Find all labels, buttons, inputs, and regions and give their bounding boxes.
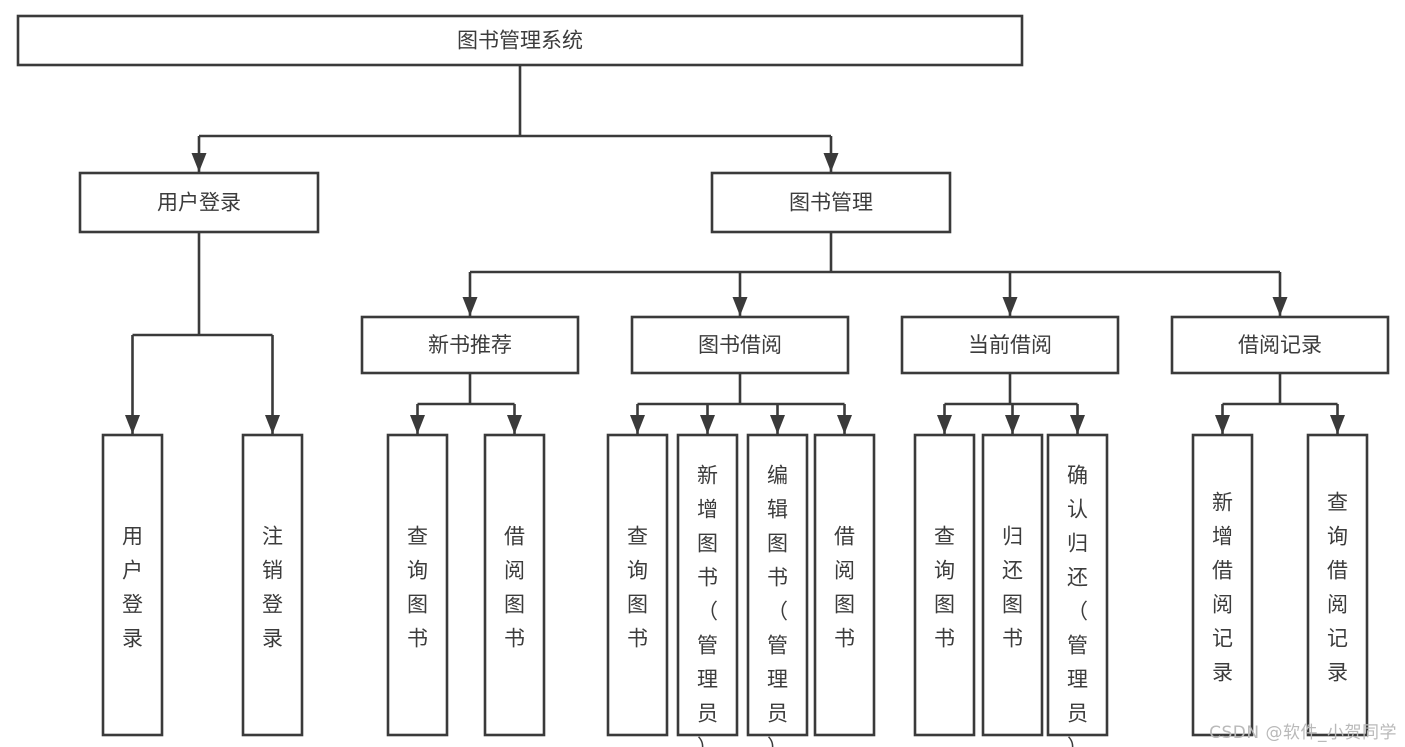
arrow-head-icon-book-borrow (732, 297, 748, 316)
node-box-leaf-return-book (981, 433, 1044, 737)
arrow-head-icon-leaf-user-logout (265, 415, 280, 434)
node-label-book-borrow: 图书借阅 (698, 333, 782, 357)
node-leaf-query-book-2[interactable]: 查询图书 (606, 433, 669, 737)
node-label-leaf-query-book-3: 查询图书 (934, 525, 955, 651)
arrow-head-icon-leaf-edit-book (770, 415, 785, 434)
node-box-book-manage (710, 171, 952, 234)
arrow-head-icon-leaf-query-record (1330, 415, 1345, 434)
node-box-leaf-borrow-book-1 (483, 433, 546, 737)
arrow-head-icon-user-login (191, 153, 207, 172)
node-leaf-edit-book[interactable]: 编辑图书（管理员） (746, 433, 809, 747)
node-label-leaf-edit-book: 编辑图书（管理员） (767, 464, 788, 747)
node-box-leaf-add-record (1191, 433, 1254, 737)
arrow-head-icon-leaf-borrow-book-1 (507, 415, 522, 434)
node-layer: 图书管理系统用户登录图书管理新书推荐图书借阅当前借阅借阅记录用户登录注销登录查询… (16, 14, 1390, 747)
node-box-leaf-query-book-1 (386, 433, 449, 737)
node-leaf-return-book[interactable]: 归还图书 (981, 433, 1044, 737)
arrow-head-icon-leaf-borrow-book-2 (837, 415, 852, 434)
node-box-leaf-confirm-return (1046, 433, 1109, 737)
node-label-leaf-query-record: 查询借阅记录 (1327, 491, 1348, 685)
node-label-leaf-confirm-return: 确认归还（管理员） (1067, 464, 1088, 747)
arrow-head-icon-leaf-return-book (1005, 415, 1020, 434)
node-leaf-borrow-book-2[interactable]: 借阅图书 (813, 433, 876, 737)
node-leaf-add-record[interactable]: 新增借阅记录 (1191, 433, 1254, 737)
csdn-watermark: CSDN @软件_小贺同学 (1209, 723, 1397, 743)
node-box-leaf-user-login (101, 433, 164, 737)
arrow-head-icon-leaf-confirm-return (1070, 415, 1085, 434)
node-label-leaf-return-book: 归还图书 (1002, 525, 1023, 651)
node-leaf-query-book-3[interactable]: 查询图书 (913, 433, 976, 737)
node-user-login[interactable]: 用户登录 (78, 171, 320, 234)
node-book-borrow[interactable]: 图书借阅 (630, 315, 850, 375)
node-new-book-rec[interactable]: 新书推荐 (360, 315, 580, 375)
node-label-leaf-query-book-1: 查询图书 (407, 525, 428, 651)
node-box-current-borrow (900, 315, 1120, 375)
arrow-head-icon-leaf-query-book-2 (630, 415, 645, 434)
node-label-root: 图书管理系统 (457, 29, 583, 53)
node-box-leaf-user-logout (241, 433, 304, 737)
node-label-user-login: 用户登录 (157, 191, 241, 215)
node-box-borrow-record (1170, 315, 1390, 375)
node-box-leaf-query-book-3 (913, 433, 976, 737)
arrow-head-icon-leaf-query-book-1 (410, 415, 425, 434)
arrow-head-icon-current-borrow (1002, 297, 1018, 316)
arrow-head-icon-borrow-record (1272, 297, 1288, 316)
node-box-leaf-borrow-book-2 (813, 433, 876, 737)
node-leaf-query-book-1[interactable]: 查询图书 (386, 433, 449, 737)
node-box-new-book-rec (360, 315, 580, 375)
node-box-leaf-edit-book (746, 433, 809, 737)
node-box-leaf-query-record (1306, 433, 1369, 737)
arrow-head-icon-book-manage (823, 153, 839, 172)
node-leaf-query-record[interactable]: 查询借阅记录 (1306, 433, 1369, 737)
node-label-leaf-query-book-2: 查询图书 (627, 525, 648, 651)
node-label-borrow-record: 借阅记录 (1238, 333, 1322, 357)
arrow-head-icon-leaf-query-book-3 (937, 415, 952, 434)
arrow-head-icon-leaf-add-record (1215, 415, 1230, 434)
node-label-leaf-add-record: 新增借阅记录 (1212, 491, 1233, 685)
node-leaf-add-book[interactable]: 新增图书（管理员） (676, 433, 739, 747)
node-box-book-borrow (630, 315, 850, 375)
node-label-leaf-user-logout: 注销登录 (262, 525, 283, 651)
node-label-current-borrow: 当前借阅 (968, 333, 1052, 357)
node-box-user-login (78, 171, 320, 234)
node-label-leaf-add-book: 新增图书（管理员） (697, 464, 718, 747)
node-box-leaf-query-book-2 (606, 433, 669, 737)
node-leaf-user-login[interactable]: 用户登录 (101, 433, 164, 737)
arrow-head-icon-new-book-rec (462, 297, 478, 316)
node-box-leaf-add-book (676, 433, 739, 737)
connector-layer (125, 65, 1345, 434)
node-book-manage[interactable]: 图书管理 (710, 171, 952, 234)
node-label-leaf-user-login: 用户登录 (122, 525, 143, 651)
node-leaf-user-logout[interactable]: 注销登录 (241, 433, 304, 737)
arrow-head-icon-leaf-user-login (125, 415, 140, 434)
node-label-book-manage: 图书管理 (789, 191, 873, 215)
arrow-head-icon-leaf-add-book (700, 415, 715, 434)
node-root[interactable]: 图书管理系统 (16, 14, 1024, 67)
node-box-root (16, 14, 1024, 67)
node-leaf-confirm-return[interactable]: 确认归还（管理员） (1046, 433, 1109, 747)
node-label-new-book-rec: 新书推荐 (428, 333, 512, 357)
node-leaf-borrow-book-1[interactable]: 借阅图书 (483, 433, 546, 737)
node-label-leaf-borrow-book-2: 借阅图书 (834, 525, 855, 651)
node-borrow-record[interactable]: 借阅记录 (1170, 315, 1390, 375)
node-current-borrow[interactable]: 当前借阅 (900, 315, 1120, 375)
node-label-leaf-borrow-book-1: 借阅图书 (504, 525, 525, 651)
